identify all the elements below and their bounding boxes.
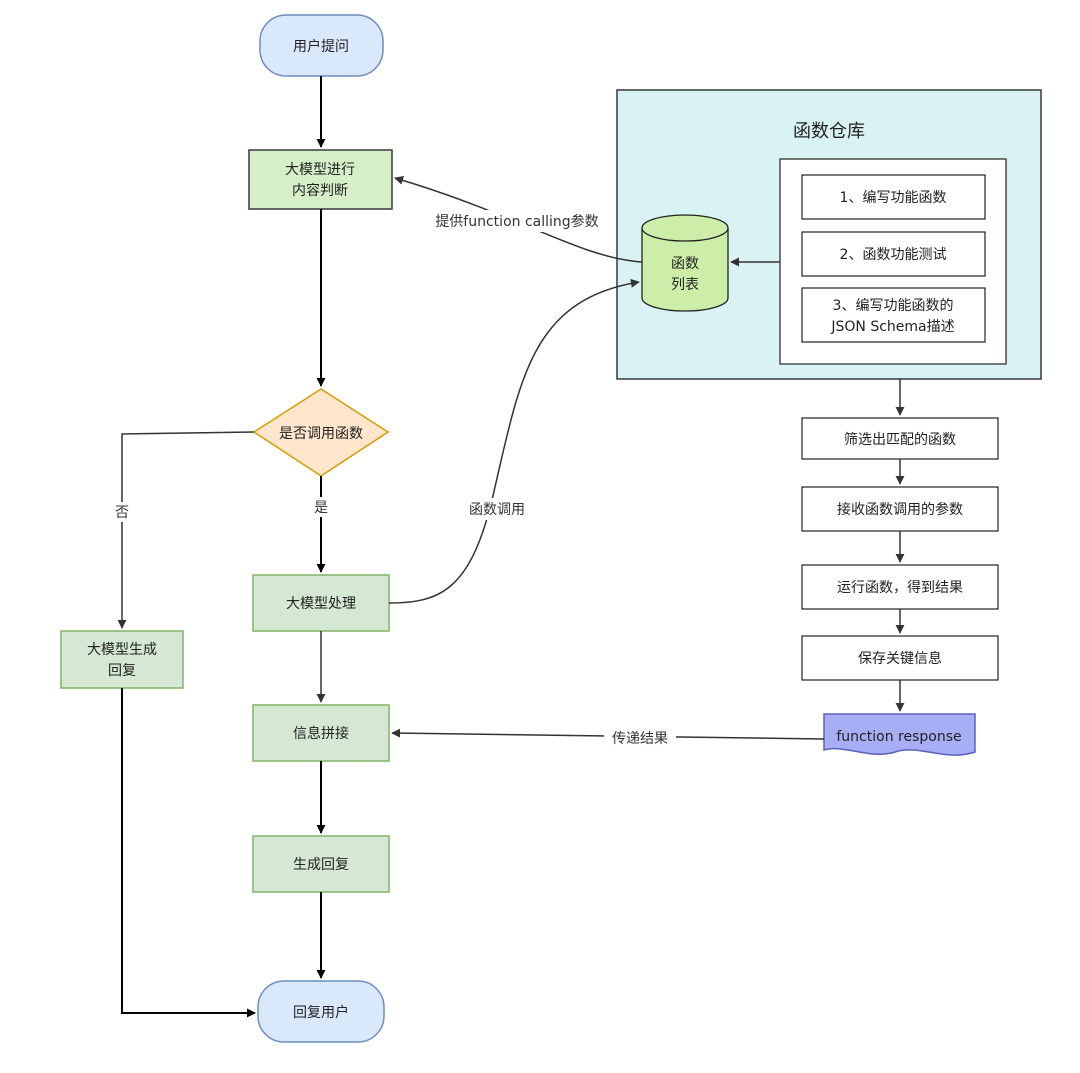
edge-label-no-bg: [112, 502, 134, 522]
node-generate-reply: 生成回复: [252, 835, 390, 893]
edge-label-yes: 是: [314, 500, 328, 516]
node-llm-judge: 大模型进行 内容判断: [248, 149, 393, 210]
llm-judge-label-line1: 大模型进行: [285, 162, 355, 178]
node-llm-process: 大模型处理: [252, 574, 390, 632]
receive-params-label: 接收函数调用的参数: [837, 501, 963, 518]
edge-list-to-judge: [394, 175, 643, 263]
decision-label: 是否调用函数: [279, 426, 363, 442]
function-list-label-line2: 列表: [671, 277, 699, 293]
node-function-response: function response: [823, 713, 976, 756]
node-run-function: 运行函数，得到结果: [801, 564, 999, 610]
node-info-concat: 信息拼接: [252, 704, 390, 762]
node-llm-generate: 大模型生成 回复: [60, 630, 184, 689]
edge-direct-to-reply-user: [121, 688, 256, 1018]
llm-process-label: 大模型处理: [286, 596, 356, 612]
edge-label-pass-result-bg: [604, 727, 676, 749]
user-question-label: 用户提问: [293, 38, 349, 55]
filter-function-label: 筛选出匹配的函数: [844, 432, 956, 448]
llm-generate-label-line1: 大模型生成: [87, 642, 157, 658]
repo-step-write-function: [801, 174, 986, 220]
repo-step-test-function-label: 2、函数功能测试: [840, 247, 947, 263]
node-decision: 是否调用函数: [252, 388, 390, 477]
function-list-cylinder: 函数 列表: [641, 214, 729, 312]
function-repository: 函数仓库 1、编写功能函数 2、函数功能测试 3、编写功能函数的 JSON Sc…: [616, 89, 1042, 380]
generate-reply-label: 生成回复: [293, 856, 349, 873]
edge-process-to-list: [388, 278, 640, 604]
edge-decision-to-generate-direct: [117, 431, 255, 629]
repository-title: 函数仓库: [793, 121, 865, 142]
reply-user-label: 回复用户: [293, 1004, 349, 1021]
edge-label-yes-bg: [311, 497, 333, 517]
llm-judge-label-line2: 内容判断: [292, 182, 348, 199]
repo-step-json-schema-label-line1: 3、编写功能函数的: [833, 298, 954, 314]
node-filter-function: 筛选出匹配的函数: [801, 417, 999, 460]
repo-step-json-schema: [801, 287, 986, 343]
node-user-question: 用户提问: [259, 14, 384, 77]
function-list-label-line1: 函数: [671, 256, 699, 272]
llm-generate-label-line2: 回复: [108, 662, 136, 679]
repo-step-json-schema-label-line2: JSON Schema描述: [830, 319, 954, 335]
node-reply-user: 回复用户: [257, 980, 385, 1043]
repo-step-write-function-label: 1、编写功能函数: [840, 190, 947, 206]
edge-label-function-call: 函数调用: [469, 502, 525, 518]
edge-label-no: 否: [115, 505, 129, 521]
save-info-label: 保存关键信息: [858, 650, 942, 667]
run-function-label: 运行函数，得到结果: [837, 579, 963, 596]
edge-label-function-call-bg: [461, 498, 533, 520]
function-response-label: function response: [836, 729, 961, 745]
edge-label-provide-params: 提供function calling参数: [435, 213, 598, 230]
info-concat-label: 信息拼接: [293, 725, 349, 742]
repo-step-test-function: [801, 231, 986, 277]
edge-label-provide-params-bg: [424, 210, 610, 232]
node-receive-params: 接收函数调用的参数: [801, 486, 999, 532]
node-save-info: 保存关键信息: [801, 635, 999, 681]
edge-label-pass-result: 传递结果: [612, 731, 668, 747]
